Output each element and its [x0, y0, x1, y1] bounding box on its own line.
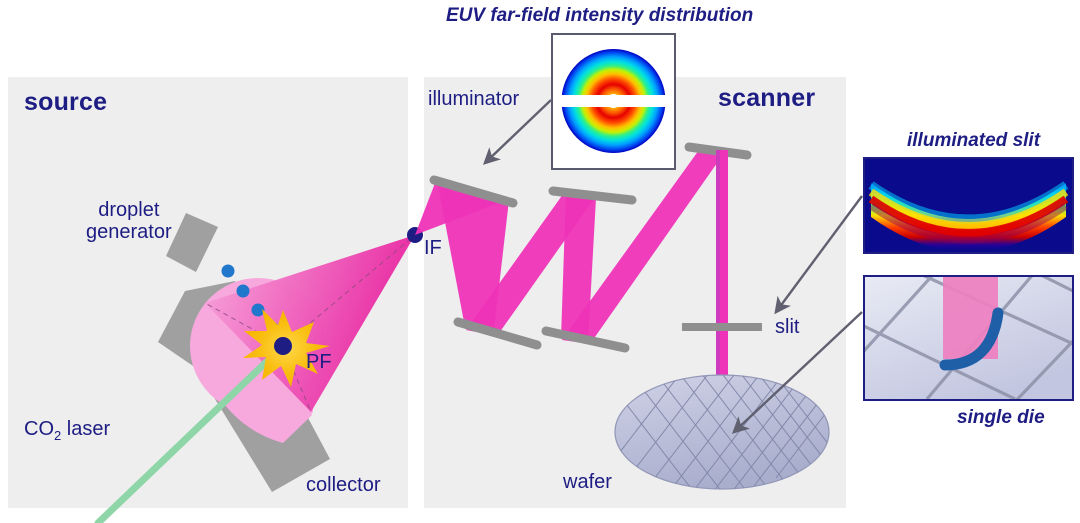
plasma-focus-label: PF: [306, 351, 332, 373]
plasma-burst: [243, 309, 330, 387]
co2-laser-label-suffix: laser: [61, 418, 111, 440]
droplet-generator-label: droplet generator: [86, 199, 172, 243]
illuminated-slit-plot: [865, 159, 1072, 252]
illuminator-beam-path: [415, 150, 722, 344]
co2-laser-label-text: CO: [24, 418, 54, 440]
mirror-m2: [453, 317, 542, 350]
illuminated-slit-caption: illuminated slit: [907, 130, 1041, 151]
co2-laser-beam: [94, 342, 287, 523]
source-panel-label: source: [24, 88, 108, 116]
illuminated-slit-inset: [863, 157, 1074, 254]
projection-beam: [716, 150, 728, 440]
euv-farfield-plot: [553, 35, 674, 168]
die-inset-arrow: [731, 311, 863, 434]
co2-laser-label: CO2 laser: [24, 418, 110, 443]
single-die-inset: [863, 275, 1074, 401]
euv-farfield-inset: [551, 33, 676, 170]
droplet-generator-label-line2: generator: [86, 221, 172, 243]
mirror-m4: [541, 326, 630, 353]
scanner-panel-label: scanner: [718, 84, 816, 112]
illuminator-arrow: [482, 99, 552, 165]
slit-inset-arrow: [774, 195, 863, 315]
figure-title: EUV far-field intensity distribution: [446, 5, 754, 26]
illuminator-label: illuminator: [428, 88, 520, 110]
wafer-label: wafer: [563, 471, 612, 493]
co2-laser-subscript: 2: [54, 428, 62, 443]
intermediate-focus-label: IF: [424, 237, 442, 259]
illuminator-mirrors: [429, 175, 637, 353]
collector-label: collector: [306, 474, 381, 496]
slit-label: slit: [775, 316, 800, 338]
annotation-arrows: [482, 99, 863, 434]
droplet-generator-nozzle: [166, 213, 218, 272]
droplet-generator-label-line1: droplet: [98, 199, 160, 221]
single-die-plot: [865, 277, 1072, 399]
mirror-m3: [548, 186, 637, 205]
single-die-caption: single die: [957, 407, 1045, 428]
wafer: [614, 374, 830, 490]
mirror-m1: [429, 175, 518, 208]
